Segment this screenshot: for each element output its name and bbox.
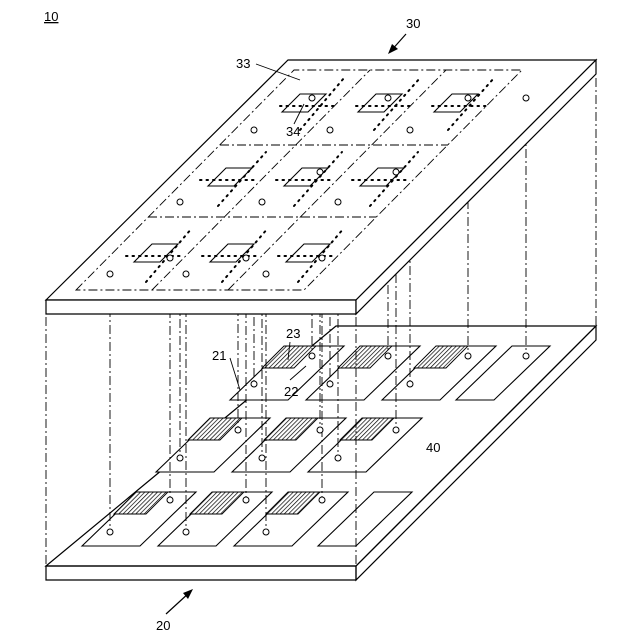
label-23: 23 — [286, 326, 300, 341]
label-22: 22 — [284, 384, 298, 399]
label-40: 40 — [426, 440, 440, 455]
label-20: 20 — [156, 618, 170, 633]
upper-board-front — [46, 300, 356, 314]
lower-board-front — [46, 566, 356, 580]
label-33: 33 — [236, 56, 250, 71]
label-34: 34 — [286, 124, 300, 139]
label-30: 30 — [406, 16, 420, 31]
lower-pads — [82, 346, 550, 546]
figure-id-label: 10 — [44, 9, 58, 24]
label-21: 21 — [212, 348, 226, 363]
